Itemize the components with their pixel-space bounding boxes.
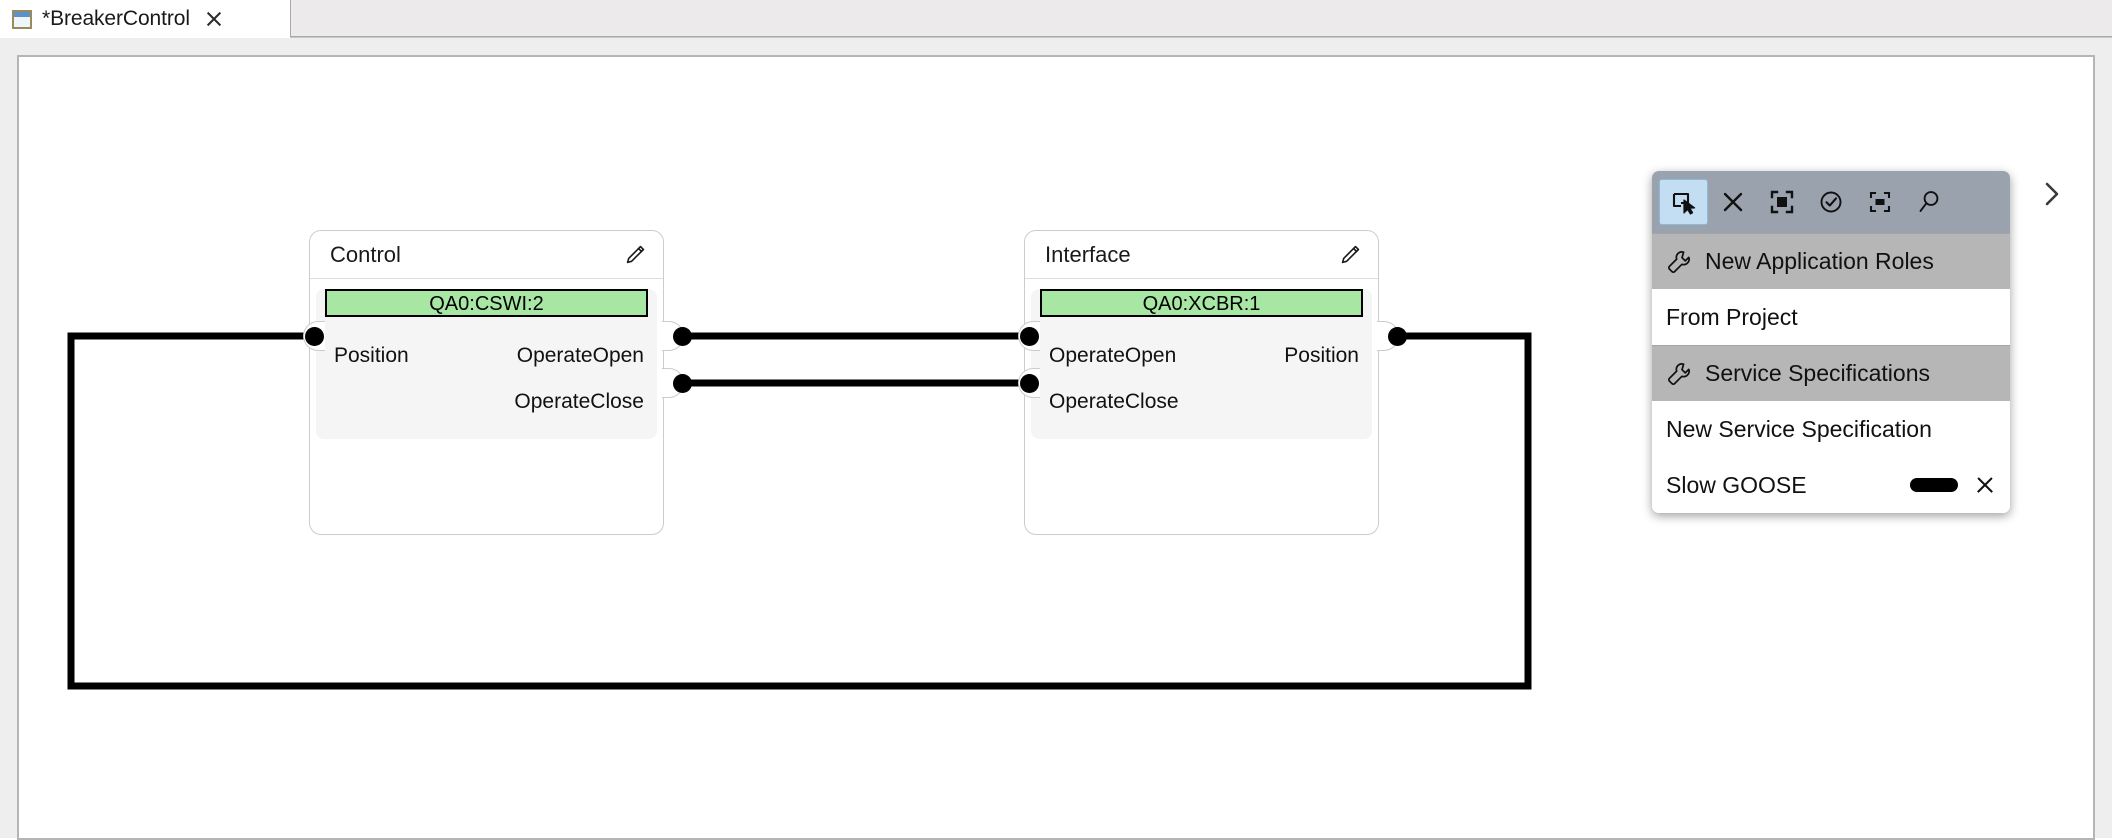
- block-control[interactable]: Control QA0:CSWI:2 Position OperateOpen …: [309, 230, 664, 535]
- palette-section-new-application-roles[interactable]: New Application Roles: [1652, 233, 2010, 289]
- port-label-output[interactable]: OperateClose: [514, 390, 644, 413]
- palette-item-from-project[interactable]: From Project: [1652, 289, 2010, 345]
- block-interface-title: Interface: [1045, 241, 1131, 267]
- close-icon[interactable]: [1974, 474, 1996, 496]
- validate-check-circle-icon[interactable]: [1806, 179, 1855, 225]
- pencil-icon[interactable]: [1338, 243, 1362, 267]
- palette-panel[interactable]: New Application Roles From Project Servi…: [1652, 171, 2010, 513]
- diagram-canvas[interactable]: Control QA0:CSWI:2 Position OperateOpen …: [17, 55, 2095, 840]
- port-interface-operate-close[interactable]: [1020, 374, 1039, 393]
- palette-item-label: Slow GOOSE: [1666, 471, 1807, 498]
- palette-toolbar: [1652, 171, 2010, 233]
- block-control-lnode-tag[interactable]: QA0:CSWI:2: [325, 289, 648, 317]
- port-interface-position[interactable]: [1388, 327, 1407, 346]
- block-control-title: Control: [330, 241, 401, 267]
- block-control-header: Control: [310, 231, 663, 279]
- editor-window-icon: [12, 9, 32, 29]
- pencil-icon[interactable]: [623, 243, 647, 267]
- delete-x-icon[interactable]: [1708, 179, 1757, 225]
- close-icon[interactable]: [204, 9, 224, 29]
- palette-item-slow-goose[interactable]: Slow GOOSE: [1652, 457, 2010, 513]
- fit-to-content-icon[interactable]: [1855, 179, 1904, 225]
- palette-section-label: Service Specifications: [1705, 360, 1930, 386]
- block-interface-lnode-tag[interactable]: QA0:XCBR:1: [1040, 289, 1363, 317]
- block-interface-body: QA0:XCBR:1 OperateOpen Position OperateC…: [1031, 289, 1372, 439]
- port-control-operate-open[interactable]: [673, 327, 692, 346]
- port-interface-operate-open[interactable]: [1020, 327, 1039, 346]
- tab-bar: *BreakerControl: [0, 0, 2112, 38]
- palette-section-label: New Application Roles: [1705, 248, 1934, 274]
- port-row: . OperateClose: [316, 379, 657, 425]
- tab-breaker-control[interactable]: *BreakerControl: [0, 0, 290, 38]
- wrench-icon: [1666, 361, 1692, 387]
- port-control-position[interactable]: [305, 327, 324, 346]
- line-style-swatch[interactable]: [1910, 478, 1958, 492]
- zoom-search-icon[interactable]: [1904, 179, 1953, 225]
- port-label-input[interactable]: OperateClose: [1049, 390, 1179, 413]
- port-control-operate-close[interactable]: [673, 374, 692, 393]
- chevron-right-icon[interactable]: [2035, 177, 2069, 211]
- palette-section-service-specifications[interactable]: Service Specifications: [1652, 345, 2010, 401]
- block-control-body: QA0:CSWI:2 Position OperateOpen . Operat…: [316, 289, 657, 439]
- palette-item-label: New Service Specification: [1666, 415, 1932, 442]
- tab-title: *BreakerControl: [42, 7, 190, 30]
- port-row: OperateClose .: [1031, 379, 1372, 425]
- palette-item-new-service-specification[interactable]: New Service Specification: [1652, 401, 2010, 457]
- block-interface[interactable]: Interface QA0:XCBR:1 OperateOpen Positio…: [1024, 230, 1379, 535]
- port-row: OperateOpen Position: [1031, 333, 1372, 379]
- port-label-input[interactable]: OperateOpen: [1049, 344, 1177, 367]
- port-row: Position OperateOpen: [316, 333, 657, 379]
- wrench-icon: [1666, 249, 1692, 275]
- select-pointer-icon[interactable]: [1659, 179, 1708, 225]
- tab-bar-empty-area: [290, 0, 2112, 37]
- block-interface-header: Interface: [1025, 231, 1378, 279]
- port-label-output[interactable]: Position: [1284, 344, 1359, 367]
- palette-item-label: From Project: [1666, 303, 1798, 330]
- port-label-input[interactable]: Position: [334, 344, 409, 367]
- select-all-frame-icon[interactable]: [1757, 179, 1806, 225]
- editor-area: Control QA0:CSWI:2 Position OperateOpen …: [0, 38, 2112, 840]
- port-label-output[interactable]: OperateOpen: [516, 344, 644, 367]
